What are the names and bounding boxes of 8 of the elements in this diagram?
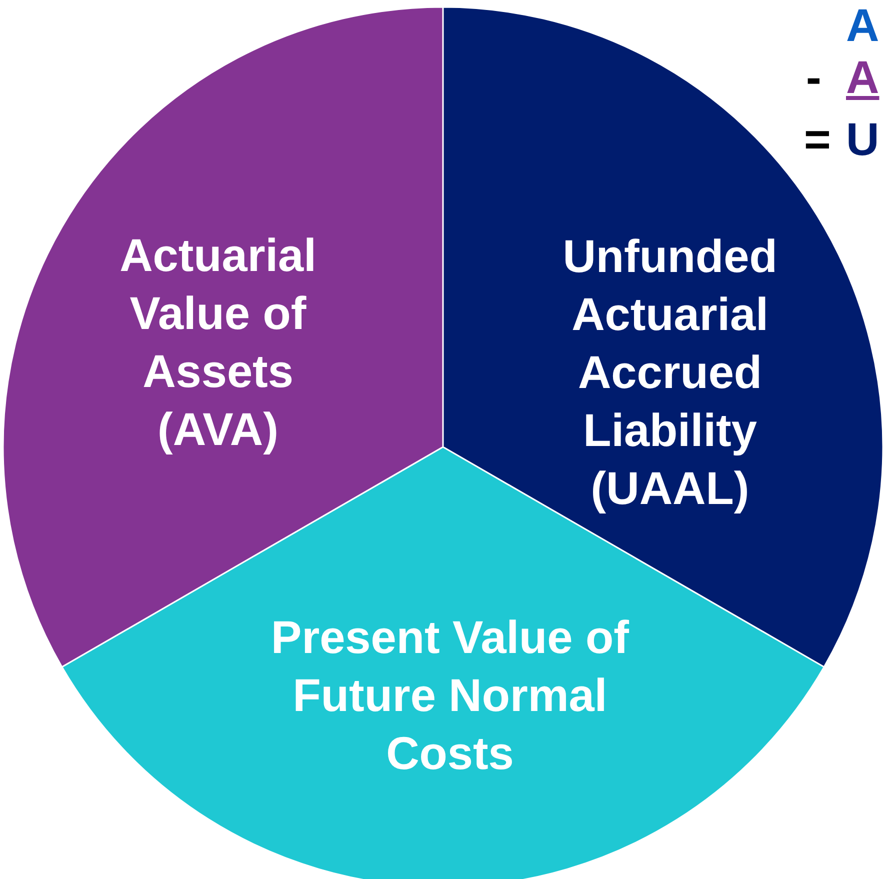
slice-label: Present Value of Future Normal Costs (270, 610, 630, 781)
minus-sign: - (806, 52, 822, 102)
slice-label: Actuarial Value of Assets (AVA) (118, 228, 318, 457)
equals-sign: = (804, 114, 831, 164)
formula-term: U (846, 114, 880, 164)
slice-label: Unfunded Actuarial Accrued Liability (UAAL) (562, 229, 778, 516)
formula-term: A (846, 52, 880, 102)
formula-term: A (846, 0, 880, 50)
